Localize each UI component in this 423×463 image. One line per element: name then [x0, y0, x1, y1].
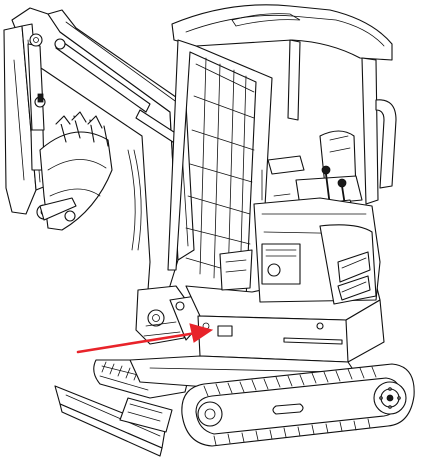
- callout-arrow: [76, 323, 214, 354]
- upper-structure: [185, 197, 385, 363]
- serial-number-plate: [217, 325, 233, 337]
- boom-arm-assembly: [3, 7, 205, 345]
- undercarriage: [129, 355, 415, 447]
- dozer-blade: [54, 385, 173, 457]
